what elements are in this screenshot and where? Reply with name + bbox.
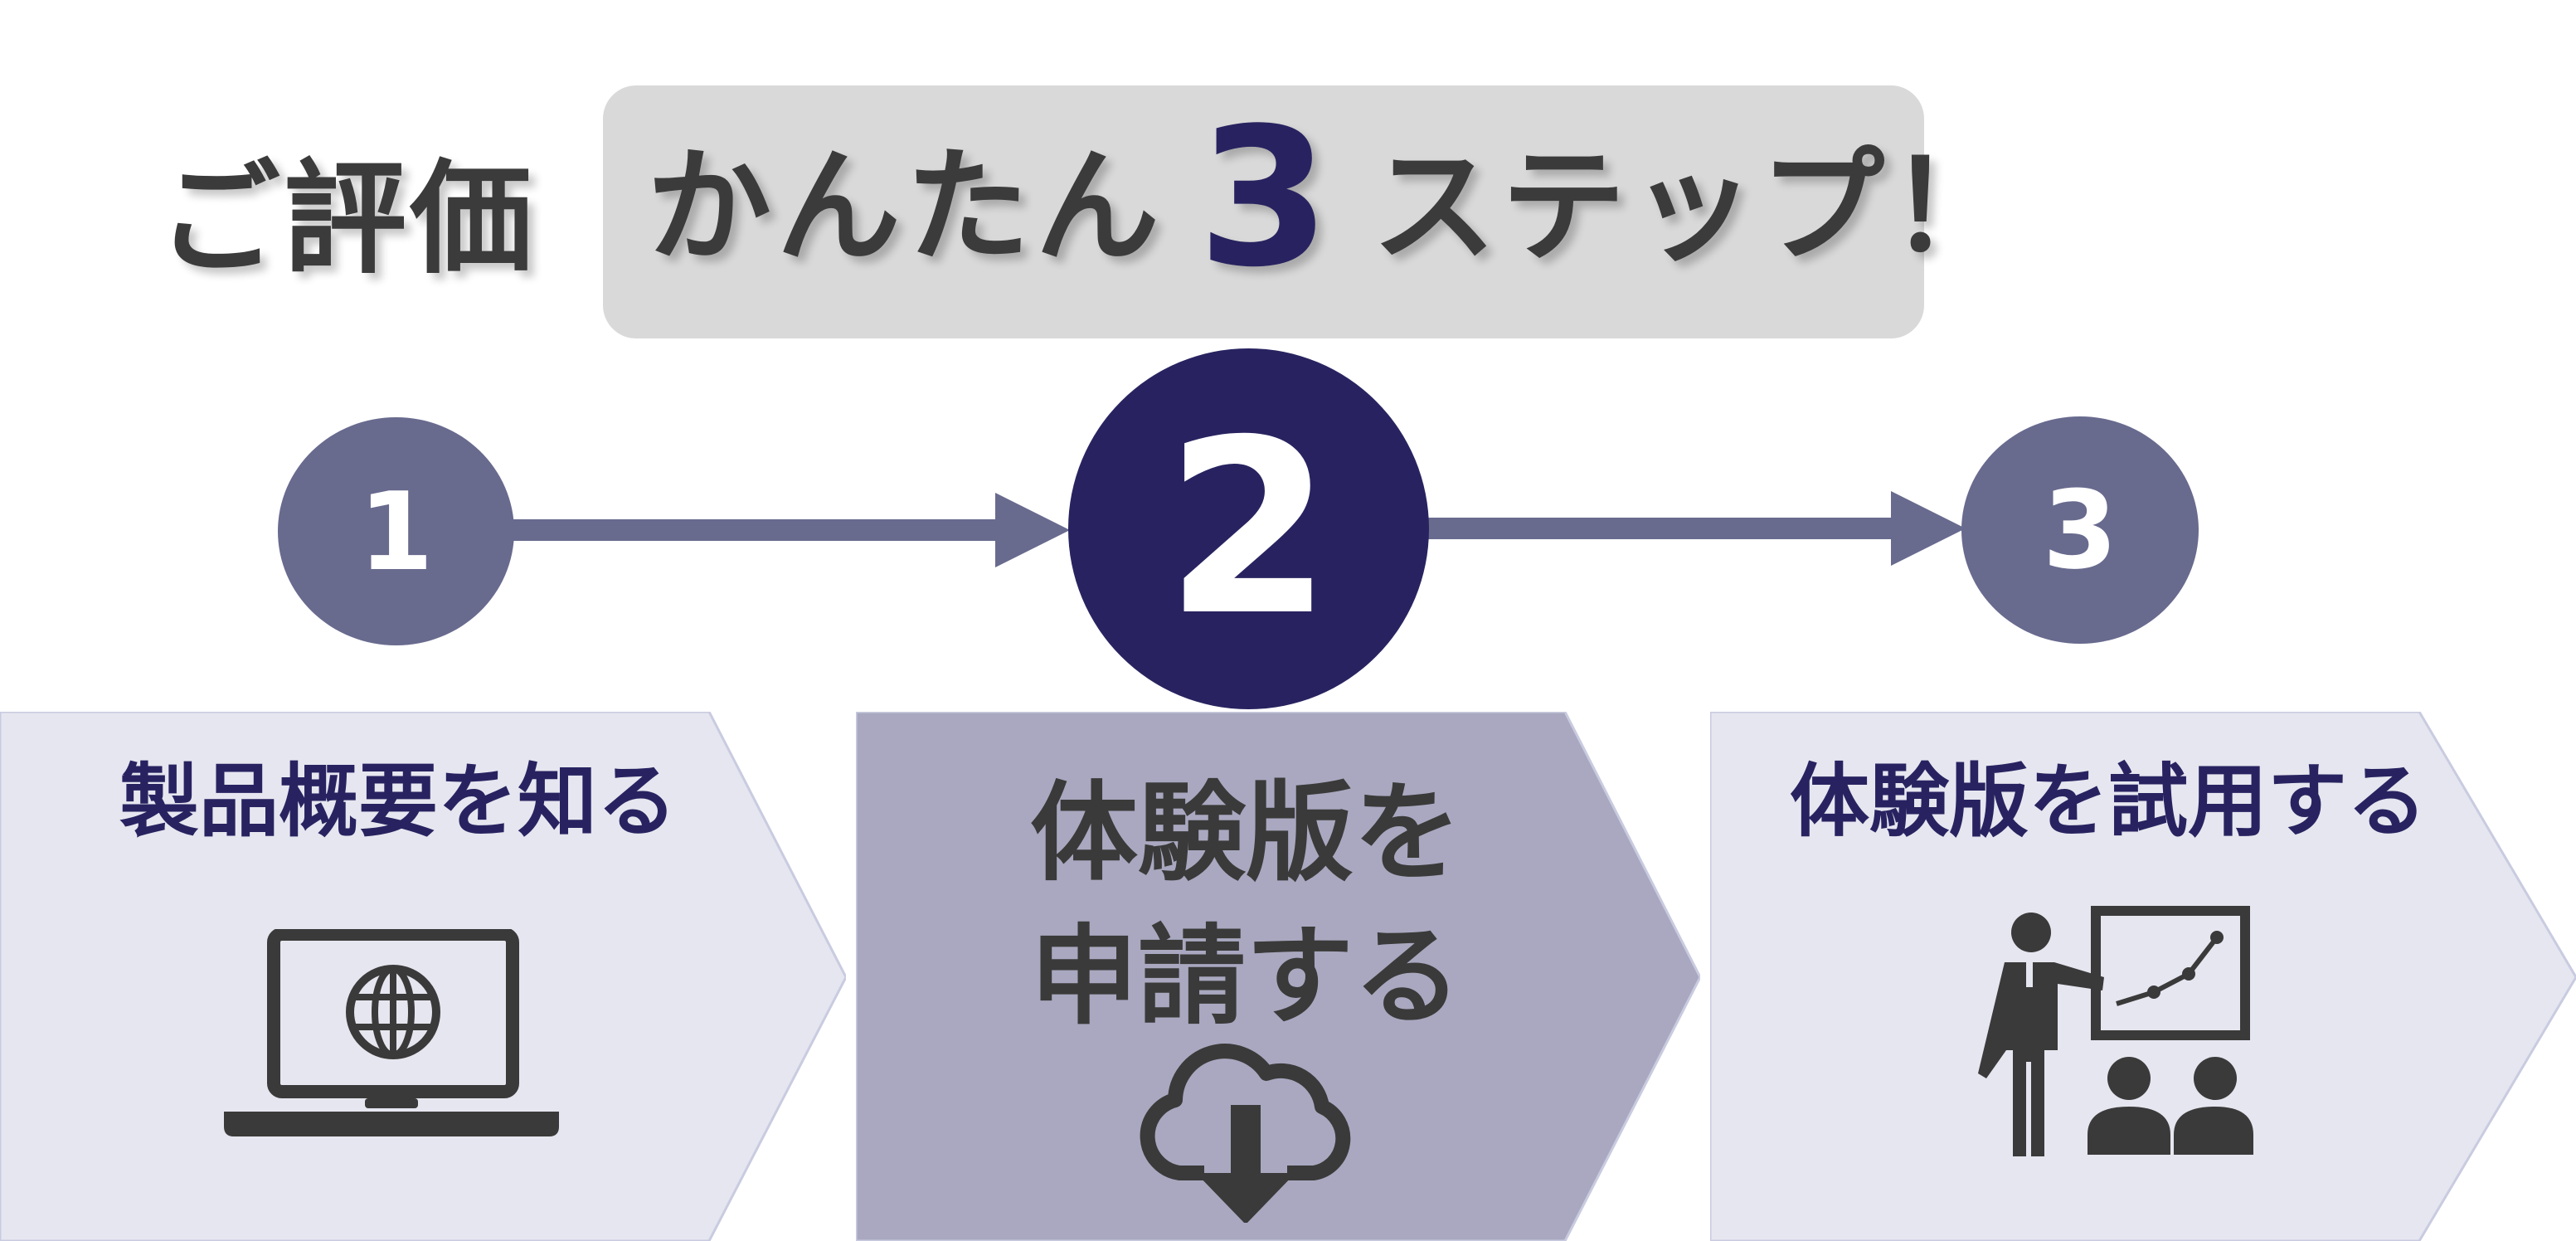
step-2-panel: 体験版を 申請する — [856, 712, 1700, 1241]
step-3-chevron — [1710, 712, 2576, 1241]
step-2-circle: 2 — [1068, 348, 1429, 709]
title-prefix: ご評価 — [158, 148, 536, 290]
presenter-icon — [1978, 906, 2253, 1156]
arrow-1-to-2 — [510, 493, 1070, 567]
title-banner-part2: ステップ！ — [1372, 135, 2019, 280]
step-3-panel: 体験版を試用する — [1710, 712, 2576, 1241]
step-2-label-line2: 申請する — [1029, 912, 1461, 1039]
arrow-2-to-3 — [1422, 491, 1966, 566]
title-banner-text: かんたん 3 ステップ！ — [647, 104, 2019, 294]
step-3-label: 体験版を試用する — [1790, 755, 2427, 848]
step-1-label: 製品概要を知る — [119, 755, 677, 848]
step-3-circle: 3 — [1961, 416, 2199, 644]
title-banner-part1: かんたん — [647, 135, 1165, 280]
step-2-chevron — [856, 712, 1700, 1241]
title-banner-number: 3 — [1198, 88, 1331, 309]
step-1-panel: 製品概要を知る — [0, 712, 846, 1241]
step-1-circle: 1 — [278, 417, 514, 645]
step-2-label: 体験版を 申請する — [856, 762, 1636, 1049]
step-2-label-line1: 体験版を — [1029, 770, 1461, 896]
step-connectors — [510, 491, 1966, 567]
laptop-globe-icon — [224, 929, 559, 1136]
title-banner — [603, 85, 1924, 338]
cloud-download-icon — [1140, 1044, 1351, 1223]
